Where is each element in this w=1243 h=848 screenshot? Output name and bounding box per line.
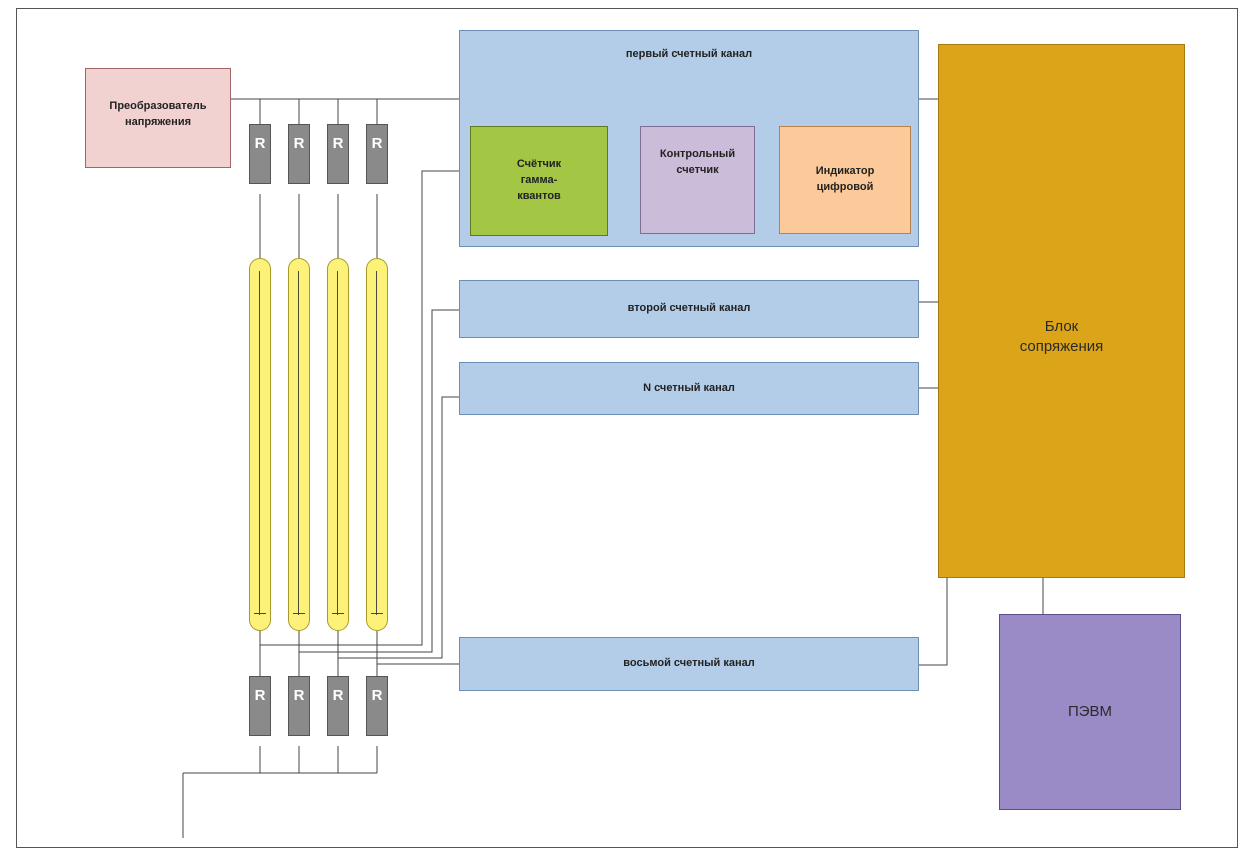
resistor-label: R bbox=[371, 687, 383, 704]
resistor-label: R bbox=[254, 135, 266, 152]
resistor-bottom-2: R bbox=[288, 676, 310, 736]
gas-counter-tube-2 bbox=[288, 258, 310, 631]
gas-counter-tube-3 bbox=[327, 258, 349, 631]
digital-indicator-label: Индикатор цифровой bbox=[815, 165, 875, 193]
resistor-top-4: R bbox=[366, 124, 388, 184]
pc-box: ПЭВМ bbox=[999, 614, 1181, 810]
channel-2-label: второй счетный канал bbox=[627, 302, 751, 315]
resistor-label: R bbox=[371, 135, 383, 152]
resistor-top-3: R bbox=[327, 124, 349, 184]
gamma-counter-box: Счётчик гамма-квантов bbox=[470, 126, 608, 236]
resistor-top-2: R bbox=[288, 124, 310, 184]
channel-n-label: N счетный канал bbox=[643, 381, 735, 394]
resistor-label: R bbox=[293, 135, 305, 152]
resistor-label: R bbox=[332, 135, 344, 152]
resistor-bottom-3: R bbox=[327, 676, 349, 736]
channel-2-box: второй счетный канал bbox=[459, 280, 919, 338]
resistor-label: R bbox=[332, 687, 344, 704]
resistor-label: R bbox=[293, 687, 305, 704]
resistor-bottom-1: R bbox=[249, 676, 271, 736]
pc-label: ПЭВМ bbox=[1067, 703, 1113, 721]
interface-block-label: Блок сопряжения bbox=[1019, 318, 1104, 356]
gas-counter-tube-1 bbox=[249, 258, 271, 631]
interface-block-box: Блок сопряжения bbox=[938, 44, 1185, 578]
resistor-label: R bbox=[254, 687, 266, 704]
resistor-bottom-4: R bbox=[366, 676, 388, 736]
control-counter-label: Контрольный счетчик bbox=[659, 148, 736, 176]
voltage-converter-label: Преобразователь напряжения bbox=[109, 100, 207, 128]
gas-counter-tube-4 bbox=[366, 258, 388, 631]
channel-n-box: N счетный канал bbox=[459, 362, 919, 415]
voltage-converter-box: Преобразователь напряжения bbox=[85, 68, 231, 168]
channel-1-title: первый счетный канал bbox=[625, 48, 753, 60]
digital-indicator-box: Индикатор цифровой bbox=[779, 126, 911, 234]
channel-8-label: восьмой счетный канал bbox=[623, 657, 755, 670]
gamma-counter-label: Счётчик гамма-квантов bbox=[516, 158, 562, 202]
resistor-top-1: R bbox=[249, 124, 271, 184]
control-counter-box: Контрольный счетчик bbox=[640, 126, 755, 234]
channel-8-box: восьмой счетный канал bbox=[459, 637, 919, 691]
